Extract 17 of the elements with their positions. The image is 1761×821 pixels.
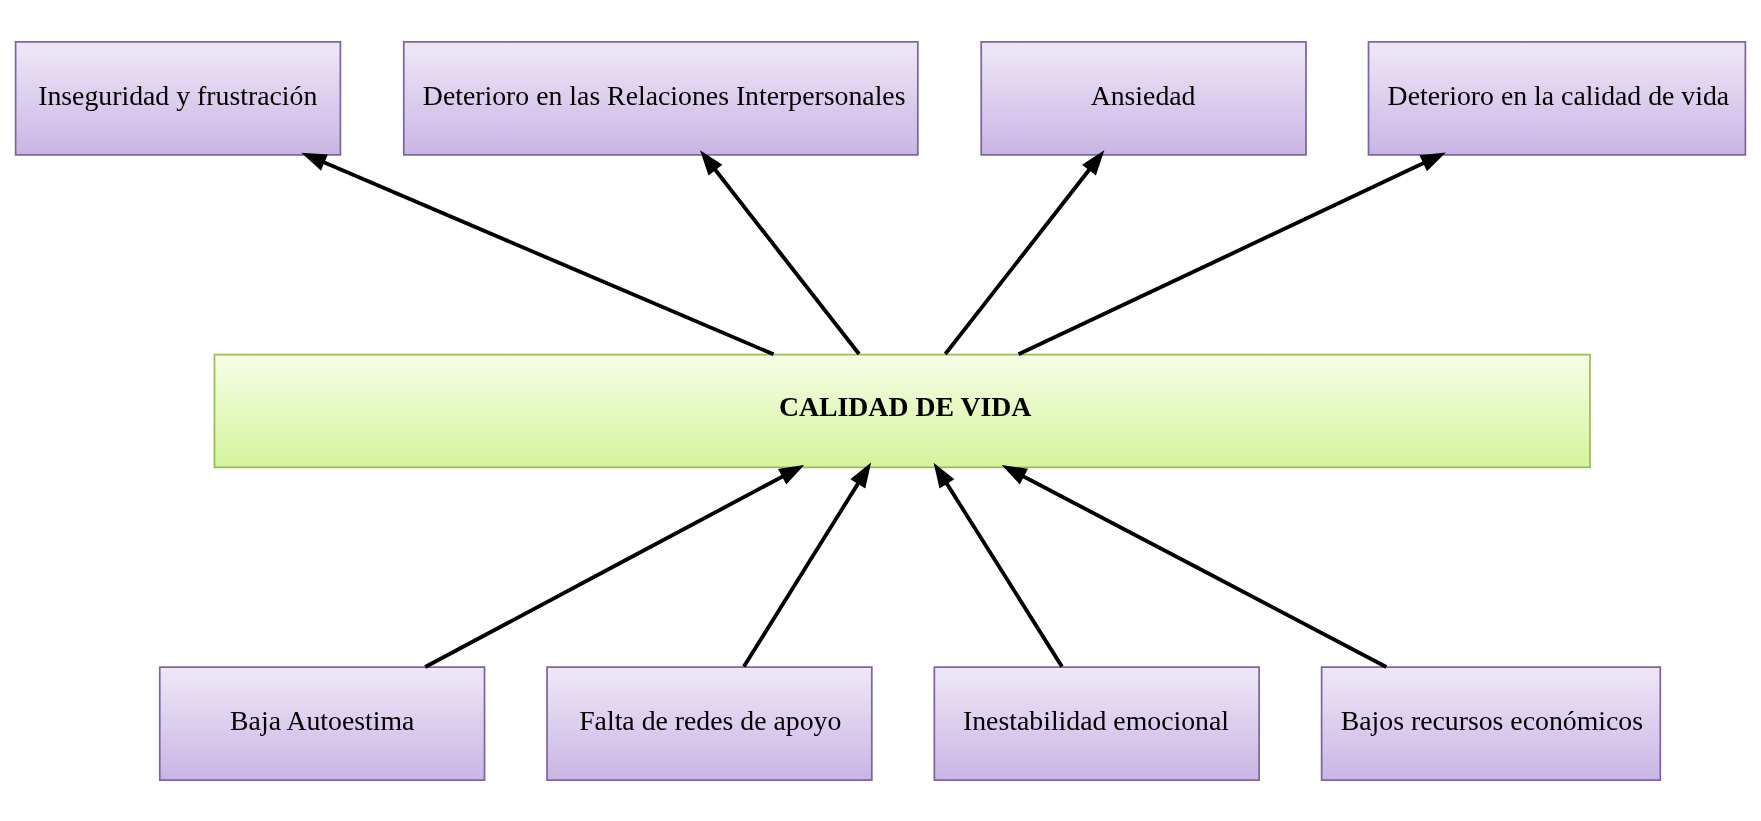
arrow: [1017, 152, 1446, 356]
arrow: [1001, 464, 1388, 669]
arrow: [700, 149, 861, 355]
arrow: [943, 149, 1105, 355]
node-box: Ansiedad: [980, 40, 1307, 156]
node-box: Inseguridad y frustración: [14, 40, 342, 156]
node-box: Bajos recursos económicos: [1320, 665, 1662, 781]
node-box: Deterioro en la calidad de vida: [1367, 40, 1747, 156]
arrow: [933, 462, 1064, 668]
node-box: CALIDAD DE VIDA: [213, 353, 1591, 468]
arrow: [301, 152, 775, 356]
node-box: Falta de redes de apoyo: [546, 665, 873, 781]
node-box: Inestabilidad emocional: [933, 665, 1260, 781]
arrow: [424, 464, 805, 669]
node-box: Deterioro en las Relaciones Interpersonales: [402, 40, 919, 156]
arrow: [742, 462, 872, 668]
node-box: Baja Autoestima: [158, 665, 486, 781]
